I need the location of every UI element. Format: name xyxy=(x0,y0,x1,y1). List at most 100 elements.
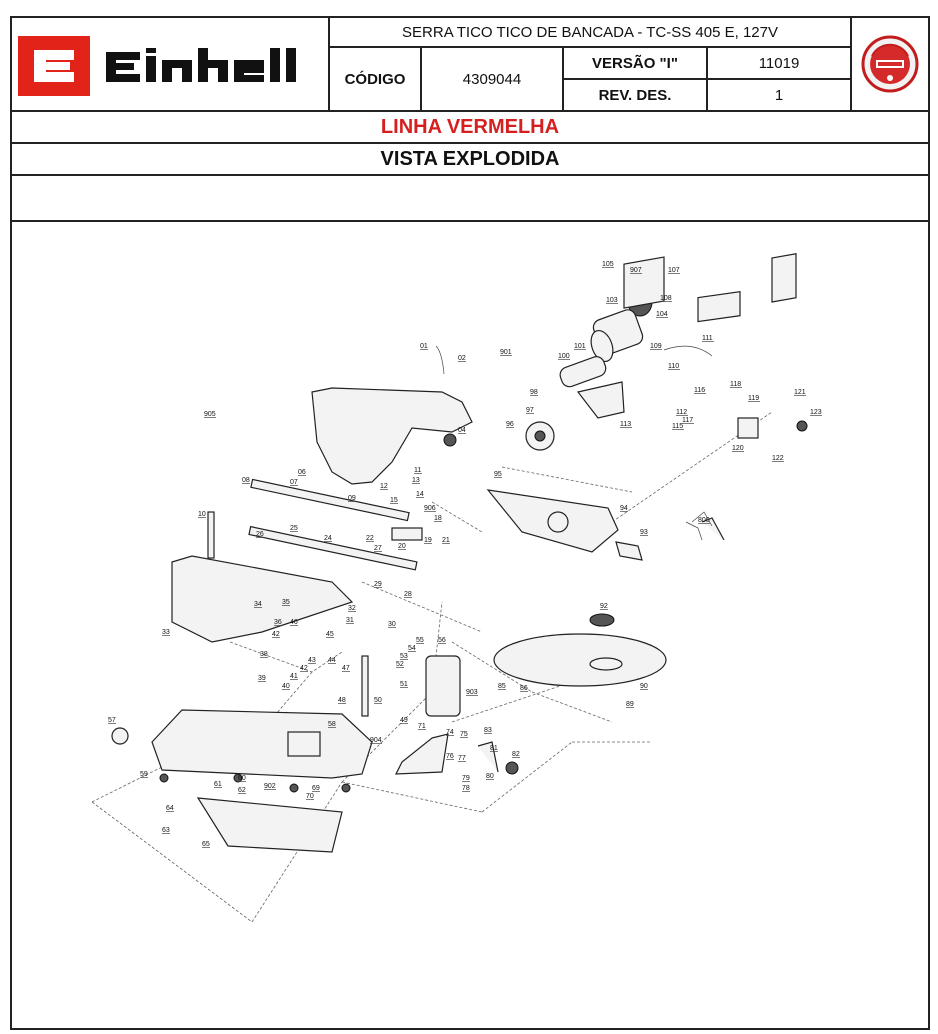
version-value-cell: 11019 xyxy=(706,46,852,80)
part-number-label: 98 xyxy=(530,389,538,396)
part-number-label: 71 xyxy=(418,723,426,730)
part-number-label: 31 xyxy=(346,617,354,624)
part-number-label: 24 xyxy=(324,535,332,542)
part-number-label: 93 xyxy=(640,529,648,536)
part-number-label: 20 xyxy=(398,543,406,550)
product-title-cell: SERRA TICO TICO DE BANCADA - TC-SS 405 E… xyxy=(328,16,852,48)
part-number-label: 45 xyxy=(326,631,334,638)
version-value: 11019 xyxy=(758,54,800,72)
part-number-label: 116 xyxy=(694,387,705,394)
part-number-label: 64 xyxy=(166,805,174,812)
part-number-label: 103 xyxy=(606,297,618,304)
line-title-band: LINHA VERMELHA xyxy=(10,110,930,144)
part-number-label: 21 xyxy=(442,537,450,544)
rev-value: 1 xyxy=(774,86,784,104)
part-number-label: 907 xyxy=(630,267,642,274)
part-number-label: 903 xyxy=(466,689,478,696)
part-number-label: 118 xyxy=(730,381,741,388)
part-number-label: 07 xyxy=(290,479,298,486)
part-number-label: 41 xyxy=(290,673,298,680)
authorized-service-seal xyxy=(861,35,919,93)
view-title: VISTA EXPLODIDA xyxy=(380,147,560,170)
part-number-label: 82 xyxy=(512,751,520,758)
part-number-label: 79 xyxy=(462,775,470,782)
part-number-label: 906 xyxy=(424,505,436,512)
code-label: CÓDIGO xyxy=(344,70,406,88)
part-number-label: 33 xyxy=(162,629,170,636)
part-number-label: 901 xyxy=(500,349,512,356)
motor-assembly xyxy=(525,253,808,541)
part-number-label: 70 xyxy=(306,793,314,800)
part-number-label: 54 xyxy=(408,645,416,652)
part-number-label: 22 xyxy=(366,535,374,542)
version-label-cell: VERSÃO "I" xyxy=(562,46,708,80)
upper-arm xyxy=(311,345,473,485)
part-number-label: 905 xyxy=(204,411,216,418)
part-number-label: 19 xyxy=(424,537,432,544)
part-number-label: 80 xyxy=(486,773,494,780)
part-number-label: 69 xyxy=(312,785,320,792)
part-number-label: 38 xyxy=(260,651,268,658)
part-number-label: 58 xyxy=(328,721,336,728)
part-number-label: 44 xyxy=(328,657,336,664)
part-number-label: 83 xyxy=(484,727,492,734)
part-number-label: 111 xyxy=(702,335,713,342)
part-number-label: 107 xyxy=(668,267,680,274)
part-number-label: 50 xyxy=(374,697,382,704)
part-number-label: 89 xyxy=(626,701,634,708)
rocker-arms xyxy=(207,478,423,571)
part-number-label: 119 xyxy=(748,395,759,402)
part-number-label: 97 xyxy=(526,407,534,414)
part-number-label: 81 xyxy=(490,745,498,752)
part-number-label: 53 xyxy=(400,653,408,660)
part-number-label: 40 xyxy=(282,683,290,690)
part-number-label: 90 xyxy=(640,683,648,690)
part-number-label: 92 xyxy=(600,603,608,610)
part-number-label: 42 xyxy=(272,631,280,638)
brand-logo-cell xyxy=(10,16,330,112)
view-title-band: VISTA EXPLODIDA xyxy=(10,142,930,176)
part-number-label: 105 xyxy=(602,261,614,268)
part-number-label: 06 xyxy=(298,469,306,476)
part-number-label: 904 xyxy=(370,737,382,744)
frame-and-table xyxy=(171,489,703,717)
part-number-label: 12 xyxy=(380,483,388,490)
part-number-label: 02 xyxy=(458,355,466,362)
part-number-label: 13 xyxy=(412,477,420,484)
part-number-label: 34 xyxy=(254,601,262,608)
part-number-label: 29 xyxy=(374,581,382,588)
part-number-label: 35 xyxy=(282,599,290,606)
part-number-label: 49 xyxy=(400,717,408,724)
part-number-label: 112 xyxy=(676,409,687,416)
part-number-label: 11 xyxy=(414,467,421,474)
part-number-label: 10 xyxy=(198,511,206,518)
part-number-label: 42 xyxy=(300,665,308,672)
part-number-label: 26 xyxy=(256,531,264,538)
part-number-label: 109 xyxy=(650,343,662,350)
part-number-label: 95 xyxy=(494,471,502,478)
rev-label: REV. DES. xyxy=(598,86,672,104)
part-number-label: 27 xyxy=(374,545,382,552)
code-value-cell: 4309044 xyxy=(420,46,564,112)
part-number-label: 61 xyxy=(214,781,222,788)
part-number-label: 57 xyxy=(108,717,116,724)
code-value: 4309044 xyxy=(462,70,522,88)
part-number-label: 65 xyxy=(202,841,210,848)
rev-value-cell: 1 xyxy=(706,78,852,112)
part-number-label: 55 xyxy=(416,637,424,644)
part-number-label: 43 xyxy=(308,657,316,664)
part-number-label: 59 xyxy=(140,771,148,778)
part-number-label: 78 xyxy=(462,785,470,792)
part-number-label: 101 xyxy=(574,343,586,350)
base-assembly xyxy=(111,709,519,853)
part-number-label: 121 xyxy=(794,389,806,396)
part-number-label: 96 xyxy=(506,421,514,428)
part-number-label: 115 xyxy=(672,423,683,430)
seal-cell xyxy=(850,16,930,112)
product-title: SERRA TICO TICO DE BANCADA - TC-SS 405 E… xyxy=(402,23,778,41)
part-number-label: 15 xyxy=(390,497,398,504)
hex-key xyxy=(691,511,713,527)
part-number-label: 85 xyxy=(498,683,506,690)
